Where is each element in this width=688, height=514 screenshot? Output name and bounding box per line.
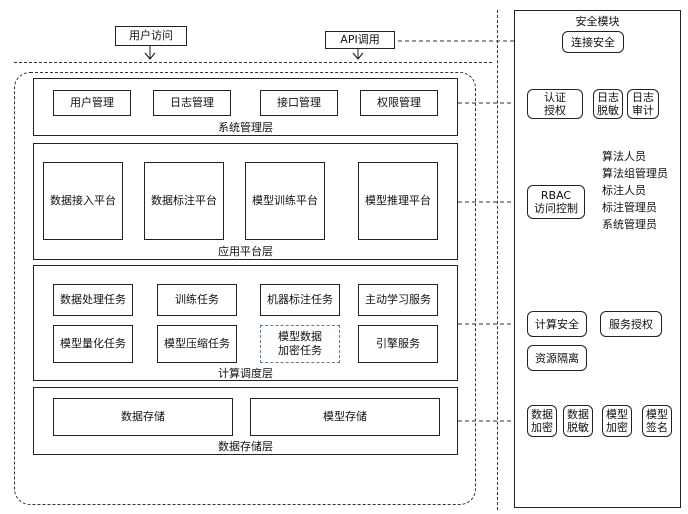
user-management-label: 用户管理 <box>70 96 114 109</box>
engine-service-box: 引擎服务 <box>358 325 438 363</box>
data-storage-layer-label: 数据存储层 <box>218 440 273 453</box>
data-storage-box: 数据存储 <box>53 398 233 436</box>
log-desensitization-label: 日志 脱敏 <box>597 91 619 117</box>
data-desensitization-label: 数据 脱敏 <box>567 408 589 434</box>
model-inference-platform-label: 模型推理平台 <box>365 194 431 207</box>
data-ingestion-platform-label: 数据接入平台 <box>50 194 116 207</box>
api-call-arrowhead <box>352 52 364 60</box>
log-desensitization-box: 日志 脱敏 <box>593 89 623 119</box>
data-annotation-platform-label: 数据标注平台 <box>151 194 217 207</box>
interface-management-box: 接口管理 <box>260 90 338 116</box>
training-task-label: 训练任务 <box>175 293 219 306</box>
model-compression-task-box: 模型压缩任务 <box>157 325 237 363</box>
vertical-dashed-divider <box>497 10 498 510</box>
data-encryption-box: 数据 加密 <box>527 405 557 437</box>
active-learning-service-label: 主动学习服务 <box>365 293 431 306</box>
user-access-label: 用户访问 <box>129 29 173 42</box>
rbac-access-control-label: RBAC 访问控制 <box>534 189 578 215</box>
connection-security-label: 连接安全 <box>571 35 615 49</box>
user-management-box: 用户管理 <box>53 90 131 116</box>
auth-authorization-label: 认证 授权 <box>544 91 566 117</box>
data-processing-task-label: 数据处理任务 <box>60 293 126 306</box>
model-training-platform-box: 模型训练平台 <box>245 162 325 240</box>
resource-isolation-box: 资源隔离 <box>527 345 587 371</box>
compute-security-label: 计算安全 <box>535 317 579 331</box>
data-storage-label: 数据存储 <box>121 410 165 423</box>
model-quantization-task-box: 模型量化任务 <box>53 325 133 363</box>
service-authorization-box: 服务授权 <box>600 311 662 337</box>
data-processing-task-box: 数据处理任务 <box>53 284 133 316</box>
security-module-title: 安全模块 <box>575 15 620 28</box>
role-item: 算法人员 <box>602 150 646 163</box>
connection-security-box: 连接安全 <box>562 31 624 53</box>
system-management-layer-label: 系统管理层 <box>218 121 273 134</box>
model-data-encryption-task-label: 模型数据 加密任务 <box>278 330 322 357</box>
compute-scheduling-layer-label: 计算调度层 <box>218 367 273 380</box>
compute-scheduling-layer <box>33 265 458 381</box>
api-call-box: API调用 <box>325 31 395 49</box>
user-access-arrowhead <box>144 52 156 60</box>
role-item: 标注管理员 <box>602 201 657 214</box>
active-learning-service-box: 主动学习服务 <box>358 284 438 316</box>
system-boundary <box>14 72 476 505</box>
data-encryption-label: 数据 加密 <box>531 408 553 434</box>
model-signing-box: 模型 签名 <box>642 405 672 437</box>
permission-management-box: 权限管理 <box>360 90 438 116</box>
api-call-label: API调用 <box>340 33 380 46</box>
model-storage-label: 模型存储 <box>323 410 367 423</box>
model-inference-platform-box: 模型推理平台 <box>358 162 438 240</box>
log-management-box: 日志管理 <box>153 90 231 116</box>
model-training-platform-label: 模型训练平台 <box>252 194 318 207</box>
machine-annotation-task-box: 机器标注任务 <box>260 284 340 316</box>
model-signing-label: 模型 签名 <box>646 408 668 434</box>
model-compression-task-label: 模型压缩任务 <box>164 337 230 350</box>
resource-isolation-label: 资源隔离 <box>535 351 579 365</box>
log-audit-label: 日志 审计 <box>632 91 654 117</box>
interface-management-label: 接口管理 <box>277 96 321 109</box>
top-dashed-separator <box>14 62 492 63</box>
log-management-label: 日志管理 <box>170 96 214 109</box>
application-platform-layer-label: 应用平台层 <box>218 245 273 258</box>
model-encryption-label: 模型 加密 <box>606 408 628 434</box>
data-ingestion-platform-box: 数据接入平台 <box>43 162 123 240</box>
compute-security-box: 计算安全 <box>527 311 587 337</box>
user-access-box: 用户访问 <box>115 26 187 46</box>
engine-service-label: 引擎服务 <box>376 337 420 350</box>
model-storage-box: 模型存储 <box>250 398 440 436</box>
model-encryption-box: 模型 加密 <box>602 405 632 437</box>
model-quantization-task-label: 模型量化任务 <box>60 337 126 350</box>
role-item: 系统管理员 <box>602 218 657 231</box>
role-item: 标注人员 <box>602 184 646 197</box>
model-data-encryption-task-box: 模型数据 加密任务 <box>260 325 340 363</box>
rbac-access-control-box: RBAC 访问控制 <box>527 185 585 219</box>
roles-list: 算法人员 算法组管理员 标注人员 标注管理员 系统管理员 <box>602 148 680 233</box>
log-audit-box: 日志 审计 <box>627 89 659 119</box>
data-desensitization-box: 数据 脱敏 <box>563 405 593 437</box>
permission-management-label: 权限管理 <box>377 96 421 109</box>
training-task-box: 训练任务 <box>157 284 237 316</box>
role-item: 算法组管理员 <box>602 167 668 180</box>
service-authorization-label: 服务授权 <box>609 317 653 331</box>
auth-authorization-box: 认证 授权 <box>527 89 583 119</box>
machine-annotation-task-label: 机器标注任务 <box>267 293 333 306</box>
data-annotation-platform-box: 数据标注平台 <box>144 162 224 240</box>
